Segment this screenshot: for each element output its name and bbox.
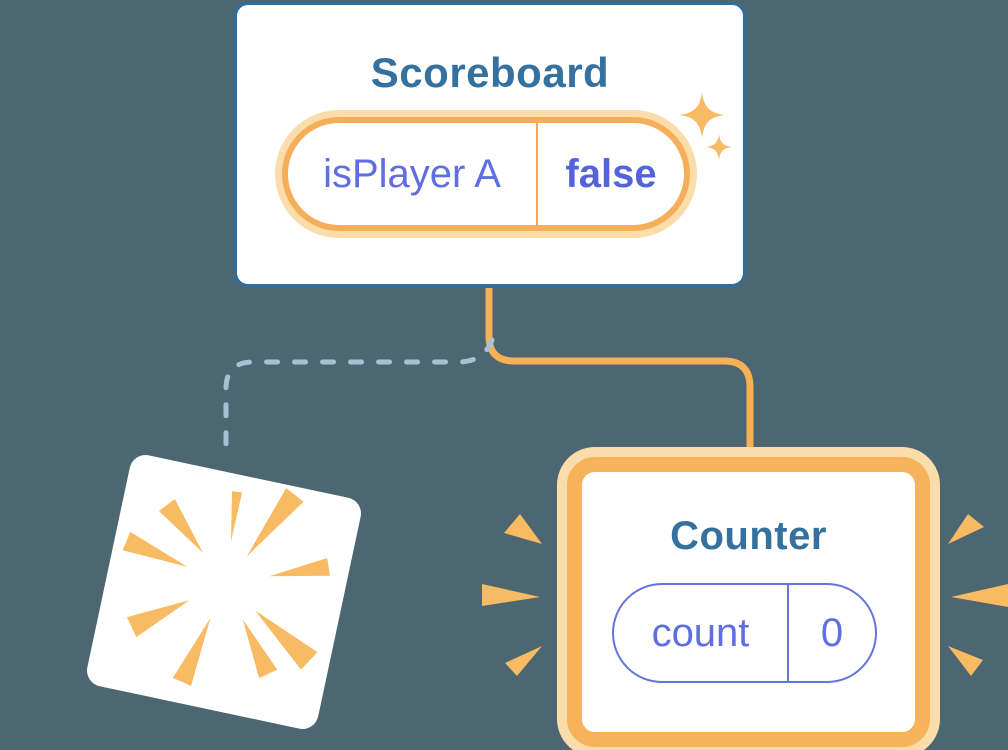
counter-card: Counter count 0: [567, 457, 930, 747]
poof-burst-icon: [122, 488, 330, 686]
burst-ray: [255, 610, 318, 670]
burst-ray: [242, 619, 278, 679]
count-pill: count 0: [612, 583, 877, 683]
connector-dashed: [223, 337, 495, 463]
burst-ray: [246, 488, 304, 557]
burst-ray: [172, 617, 211, 686]
burst-ray: [230, 491, 243, 542]
counter-title: Counter: [670, 514, 827, 558]
count-value: 0: [820, 610, 844, 655]
state-label: isPlayer A: [323, 151, 501, 196]
scoreboard-title: Scoreboard: [370, 49, 610, 96]
emphasis-rays-right-icon: [948, 514, 1008, 676]
state-value: false: [565, 151, 657, 196]
emphasis-rays-left-icon: [482, 514, 542, 676]
burst-ray: [122, 531, 188, 567]
burst-ray: [126, 600, 190, 638]
burst-ray: [269, 558, 330, 577]
destroyed-component-box: [84, 452, 364, 732]
state-pill: isPlayer A false: [282, 117, 690, 231]
count-label: count: [651, 610, 750, 655]
count-pill-divider: [787, 585, 789, 681]
connector-solid: [485, 288, 754, 454]
state-pill-divider: [536, 123, 538, 225]
scoreboard-card: Scoreboard isPlayer A false: [234, 2, 746, 287]
burst-ray: [158, 498, 203, 553]
